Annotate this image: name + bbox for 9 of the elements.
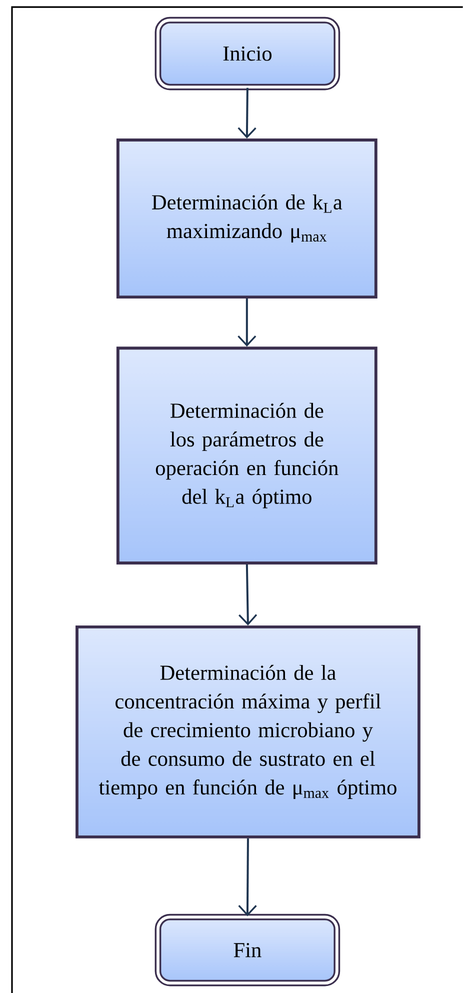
arrow	[238, 564, 258, 626]
terminal-box: Fin	[154, 914, 340, 986]
process-box: Determinación de la concentración máxima y perfil de crecimiento microbiano y de consumo de sustrato en el tiempo en función de μ$_{max}$ óptimo	[76, 625, 420, 838]
arrow	[238, 838, 257, 916]
arrow	[238, 298, 256, 347]
process-box: Determinación de los parámetros de operación en función del k$_{L}$a óptimo	[116, 346, 378, 564]
terminal-box: Inicio	[154, 16, 340, 90]
process-box: Determinación de k$_{L}$a maximizando μ$_{max}$	[116, 138, 378, 299]
arrow	[238, 88, 256, 139]
